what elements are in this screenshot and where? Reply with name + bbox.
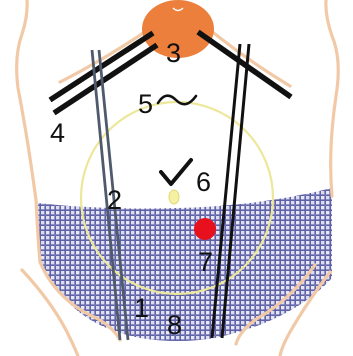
umbilicus-ellipse: [169, 190, 179, 204]
right-body-contour: [326, 0, 338, 196]
label-7: 7: [198, 247, 213, 277]
left-ribcage-curve: [60, 30, 148, 82]
label-8: 8: [167, 310, 182, 340]
red-dot-marker: [194, 218, 216, 240]
left-body-contour: [17, 0, 40, 262]
label-3: 3: [166, 38, 181, 68]
label-4: 4: [50, 118, 65, 148]
right-ribcage-curve: [210, 30, 290, 86]
label-2: 2: [107, 185, 122, 215]
label-6: 6: [196, 167, 211, 197]
checkmark-icon: [161, 160, 191, 184]
label-5: 5: [138, 89, 153, 119]
label-1: 1: [134, 293, 149, 323]
